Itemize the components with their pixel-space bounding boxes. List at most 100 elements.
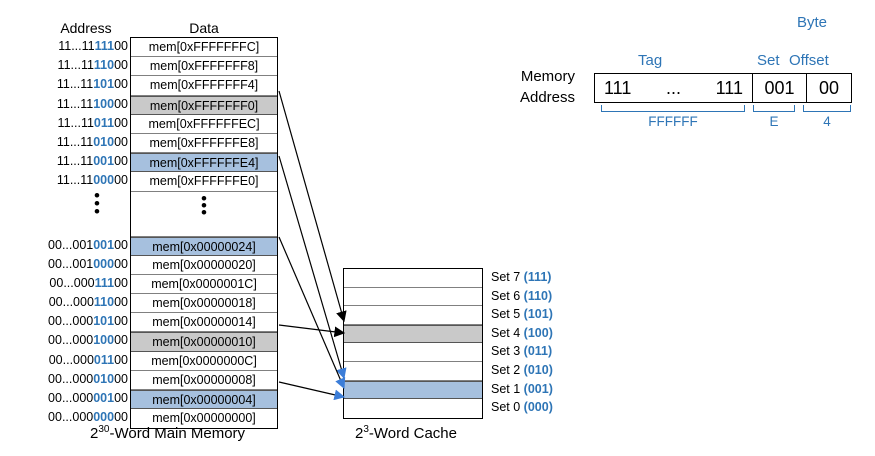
tag-field-value: 111 ... 111 — [595, 74, 753, 102]
memory-row: mem[0xFFFFFFF4] — [131, 76, 277, 96]
address-set-bits: 110 — [93, 58, 115, 73]
offset-field-value: 00 — [818, 77, 840, 98]
data-column-header: Data — [189, 20, 219, 36]
cache-set-label: Set 6 (110) — [491, 287, 553, 306]
cache-table — [343, 268, 483, 419]
address-prefix-bits: 11...11 — [57, 115, 94, 130]
set-name: Set 5 — [491, 307, 521, 322]
set-name: Set 1 — [491, 381, 521, 396]
address-set-bits: 100 — [93, 333, 115, 348]
address-prefix-bits: 00...000 — [48, 371, 94, 386]
address-set-bits: 101 — [93, 77, 115, 92]
offset-field-label: Offset — [789, 52, 829, 69]
cache-set-label: Set 4 (100) — [491, 324, 553, 343]
address-offset-bits: 00 — [114, 256, 128, 271]
set-field-label: Set — [757, 52, 780, 69]
main-memory-table: mem[0xFFFFFFFC]mem[0xFFFFFFF8]mem[0xFFFF… — [130, 37, 278, 430]
address-row: 11...1101100 — [36, 114, 132, 133]
memory-address-title-line1: Memory — [520, 68, 575, 85]
address-offset-bits: 00 — [114, 410, 128, 425]
memory-row: mem[0x00000014] — [131, 313, 277, 333]
memory-row: mem[0x00000010] — [131, 332, 277, 352]
cache-set-row — [344, 343, 482, 362]
address-offset-bits: 00 — [114, 237, 128, 252]
address-row: 00...00010100 — [36, 312, 132, 331]
set-field-value: 001 — [753, 74, 807, 102]
address-offset-bits: 00 — [114, 352, 128, 367]
cache-set-label: Set 0 (000) — [491, 398, 553, 417]
cache-set-row — [344, 380, 482, 400]
address-prefix-bits: 11...11 — [56, 154, 94, 169]
set-bracket — [753, 105, 795, 112]
address-prefix-bits: 00...001 — [48, 237, 94, 252]
address-set-bits: 001 — [93, 391, 115, 405]
address-offset-bits: 00 — [114, 58, 128, 73]
set-index-bits: (011) — [523, 344, 553, 359]
cache-caption-tail: -Word Cache — [368, 425, 457, 442]
address-set-bits: 001 — [93, 154, 115, 169]
address-prefix-bits: 11...11 — [58, 39, 95, 53]
address-prefix-bits: 11...11 — [56, 134, 94, 149]
address-row: 00...00010000 — [36, 331, 132, 350]
address-offset-bits: 00 — [114, 154, 128, 169]
memory-row: mem[0xFFFFFFF0] — [131, 95, 277, 115]
set-index-bits: (000) — [523, 400, 553, 415]
set-index-bits: (001) — [523, 381, 553, 396]
cache-set-row — [344, 399, 482, 418]
arrow-mem10-to-set4 — [278, 324, 346, 338]
address-set-bits: 000 — [93, 256, 115, 271]
address-row: 00...00000100 — [36, 389, 132, 408]
set-name: Set 7 — [491, 270, 521, 284]
arrow-mem24-to-set1 — [278, 236, 346, 390]
tag-value-mid: ... — [665, 77, 681, 98]
set-name: Set 0 — [491, 400, 521, 415]
address-offset-bits: 00 — [114, 275, 128, 290]
memory-caption-exponent: 30 — [98, 424, 110, 435]
address-offset-bits: 00 — [114, 115, 128, 130]
arrow-memF0-to-set4 — [278, 90, 347, 323]
address-ellipsis: ••• — [36, 187, 132, 236]
address-set-bits: 010 — [93, 134, 115, 149]
address-prefix-bits: 00...000 — [48, 352, 94, 367]
cache-set-label: Set 3 (011) — [491, 342, 553, 361]
memory-row: mem[0x0000000C] — [131, 351, 277, 371]
address-row: 00...00011100 — [36, 274, 132, 293]
address-offset-bits: 00 — [114, 77, 128, 92]
address-set-bits: 000 — [93, 410, 115, 425]
memory-row: mem[0xFFFFFFEC] — [131, 114, 277, 134]
cache-caption-base: 2 — [355, 425, 364, 442]
tag-value-right: 111 — [715, 77, 743, 98]
address-prefix-bits: 00...000 — [48, 391, 94, 405]
address-row: 11...1111100 — [36, 37, 132, 56]
address-row: 11...1110100 — [36, 75, 132, 94]
address-offset-bits: 00 — [114, 391, 128, 405]
set-hex-label: E — [769, 114, 779, 129]
set-index-bits: (110) — [523, 288, 553, 303]
memory-ellipsis-row: ••• — [131, 190, 277, 237]
memory-row: mem[0xFFFFFFF8] — [131, 57, 277, 77]
set-index-bits: (010) — [523, 362, 553, 377]
address-column-header: Address — [60, 20, 112, 36]
arrow-memE4-to-set1 — [278, 155, 347, 380]
memory-row: mem[0x00000018] — [131, 294, 277, 314]
address-set-bits: 111 — [94, 39, 115, 53]
address-row: 00...00000000 — [36, 408, 132, 427]
cache-set-row — [344, 324, 482, 344]
memory-address-title: Memory Address — [487, 66, 575, 108]
address-set-bits: 110 — [93, 295, 115, 310]
address-set-bits: 011 — [93, 352, 115, 367]
cache-set-label: Set 2 (010) — [491, 361, 553, 380]
address-offset-bits: 00 — [114, 333, 128, 348]
address-set-bits: 100 — [93, 96, 115, 111]
address-offset-bits: 00 — [114, 39, 128, 53]
address-prefix-bits: 00...000 — [48, 314, 94, 329]
tag-bracket — [601, 105, 745, 112]
address-offset-bits: 00 — [114, 134, 128, 149]
cache-set-label: Set 5 (101) — [491, 305, 553, 324]
memory-row: mem[0x0000001C] — [131, 274, 277, 295]
address-row: 11...1100000 — [36, 171, 132, 190]
set-name: Set 3 — [491, 344, 521, 359]
address-row: 11...1110000 — [36, 95, 132, 114]
address-row: 11...1111000 — [36, 56, 132, 75]
cache-set-row — [344, 287, 482, 307]
